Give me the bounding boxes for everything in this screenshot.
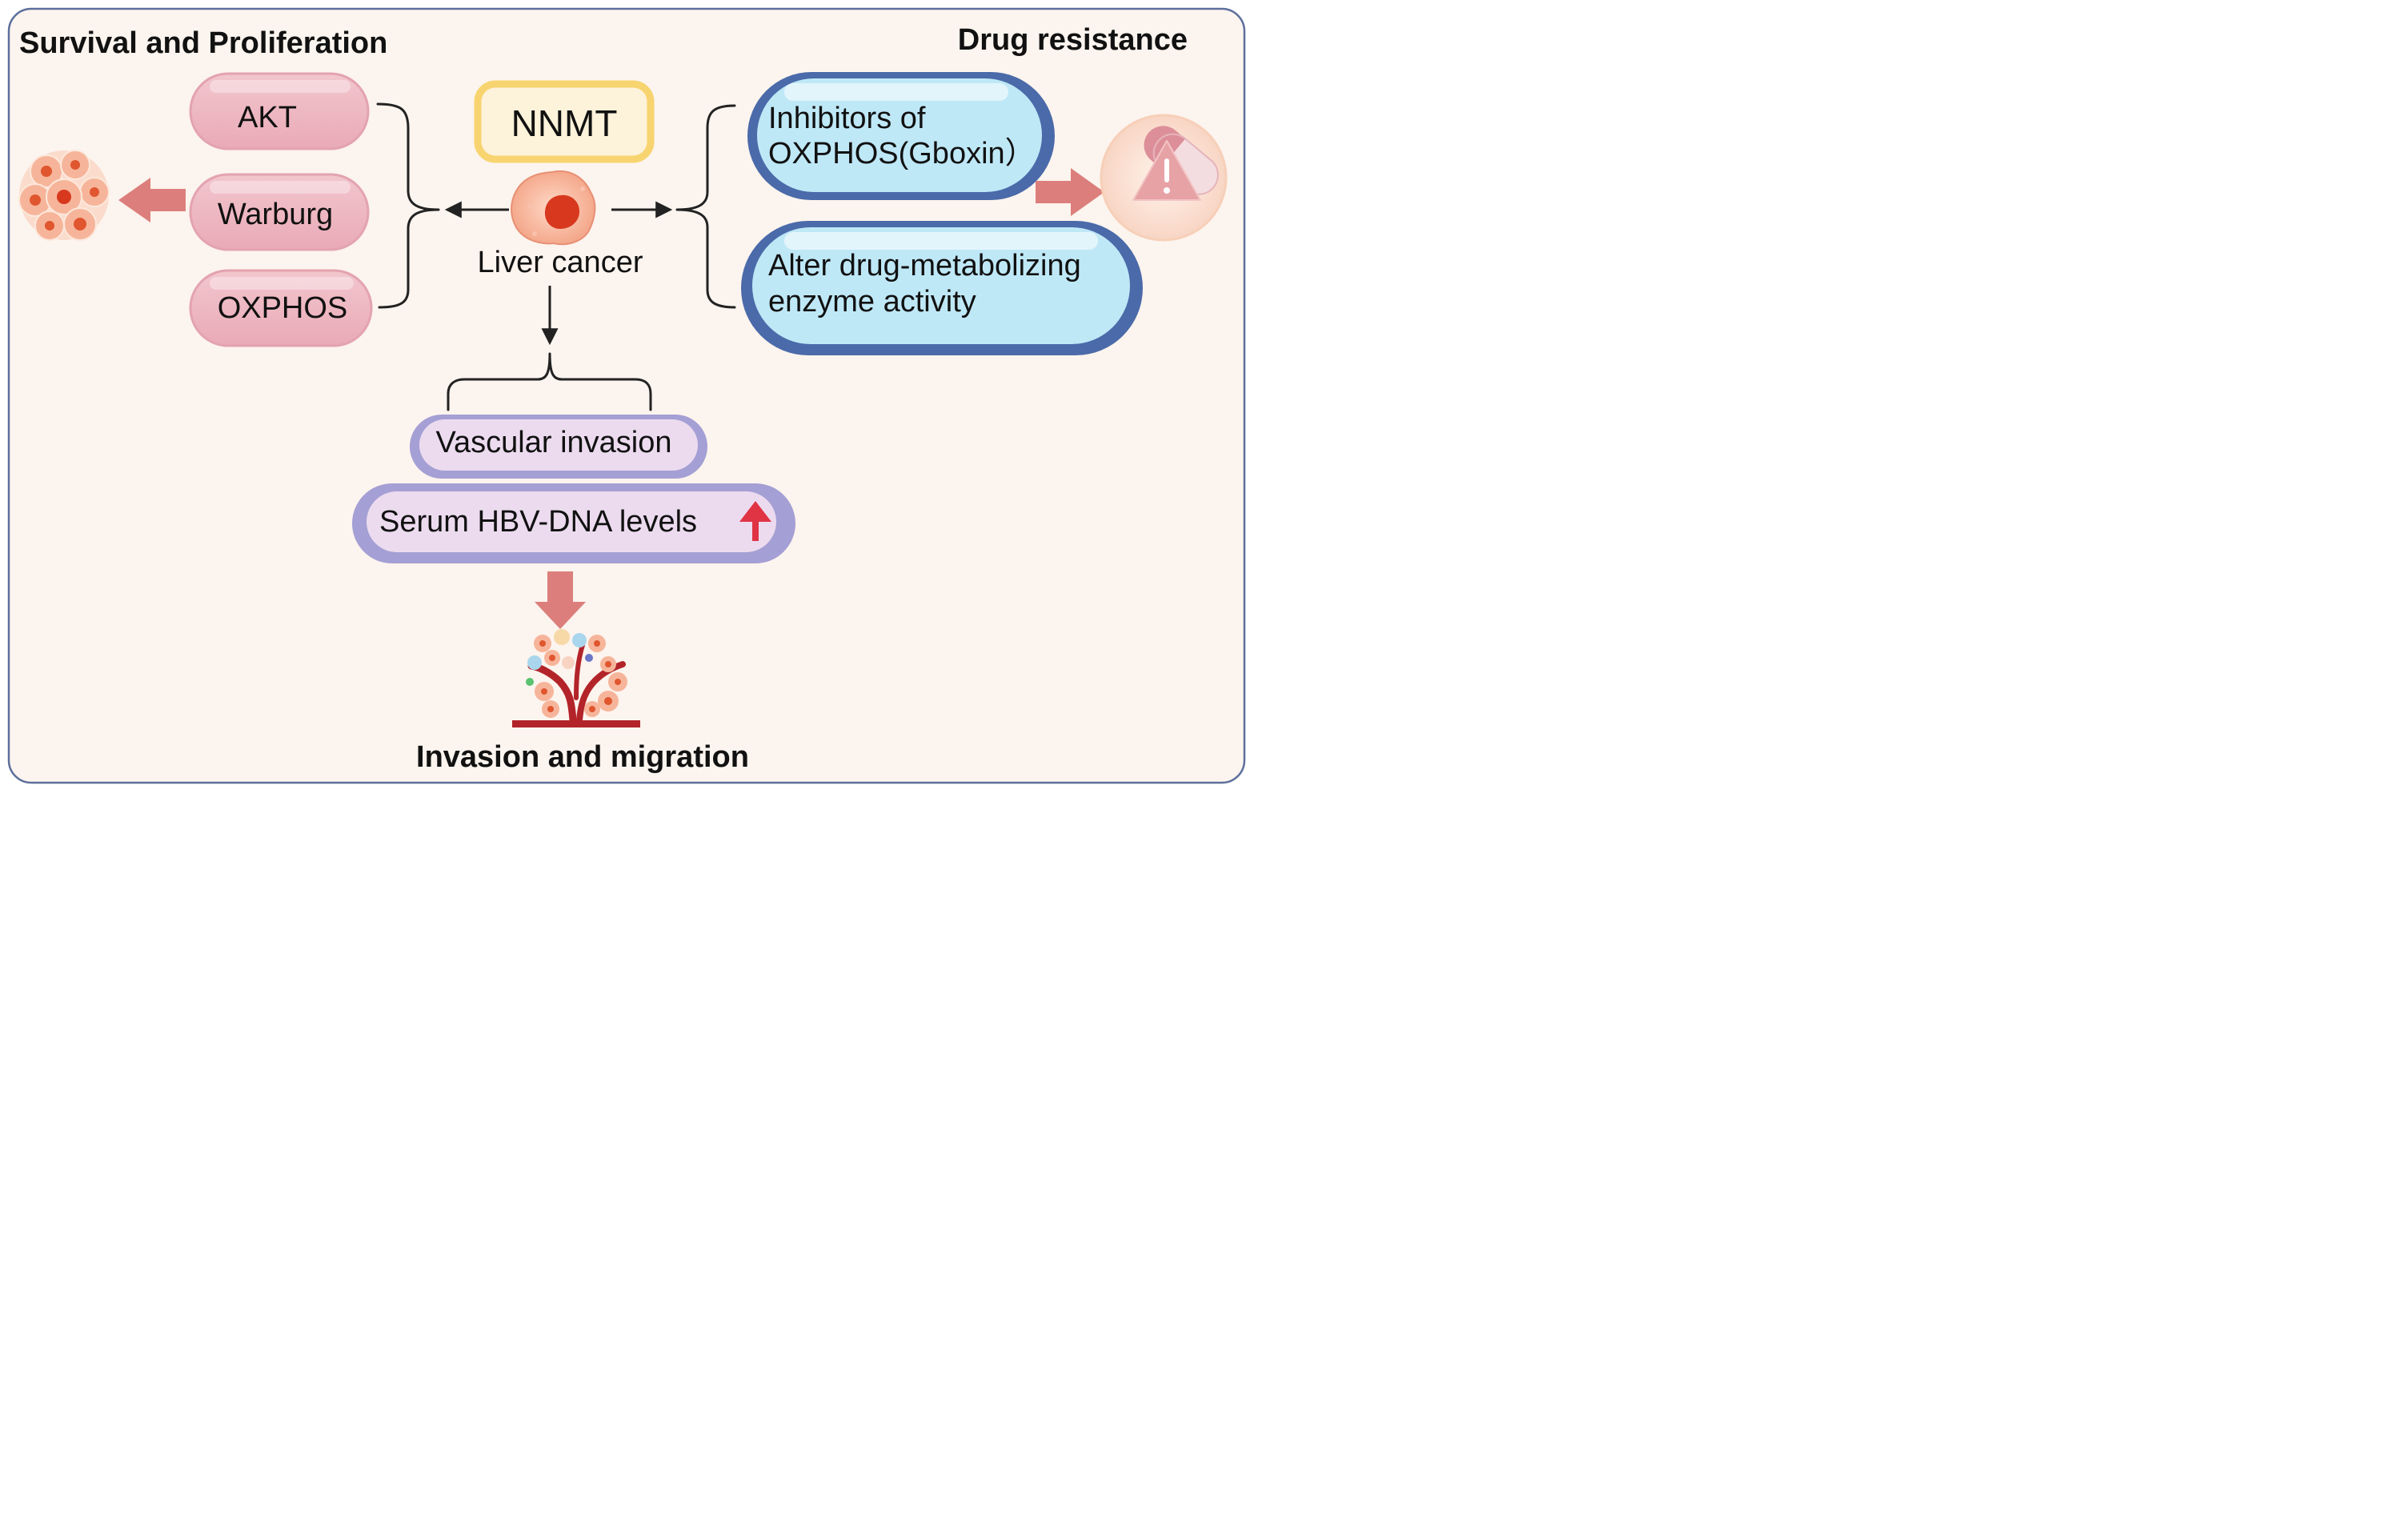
big-arrow-down bbox=[535, 571, 586, 629]
pill-drug-metabolizing-line1: Alter drug-metabolizing bbox=[768, 249, 1081, 283]
pill-warburg-label: Warburg bbox=[218, 198, 333, 231]
vessel-tumor-invasion-icon bbox=[512, 629, 640, 727]
survival-proliferation-title: Survival and Proliferation bbox=[19, 26, 387, 60]
pill-akt: AKT bbox=[189, 72, 370, 150]
nnmt-node: NNMT bbox=[474, 80, 655, 163]
pill-vascular-invasion: Vascular invasion bbox=[410, 415, 707, 479]
pill-oxphos-inhibitors-line1: Inhibitors of bbox=[768, 102, 926, 135]
big-arrow-right bbox=[1036, 168, 1104, 216]
liver-cancer-cell-icon bbox=[511, 170, 596, 246]
pill-warburg: Warburg bbox=[189, 173, 370, 251]
pill-serum-hbv-dna: Serum HBV-DNA levels bbox=[352, 483, 795, 563]
up-arrow-icon bbox=[739, 501, 771, 541]
invasion-bracket bbox=[447, 352, 652, 411]
pill-oxphos-label: OXPHOS bbox=[218, 291, 348, 325]
pill-oxphos: OXPHOS bbox=[189, 269, 373, 347]
tumor-cell-cluster-icon bbox=[18, 150, 110, 241]
big-arrow-left bbox=[118, 178, 186, 222]
nnmt-liver-cancer-diagram: Survival and Proliferation Drug resistan… bbox=[7, 7, 1246, 784]
liver-cancer-label: Liver cancer bbox=[478, 246, 643, 279]
pill-oxphos-inhibitors-line2: OXPHOS(Gboxin） bbox=[768, 137, 1036, 170]
drug-bracket bbox=[675, 104, 736, 309]
pill-vascular-invasion-label: Vascular invasion bbox=[435, 426, 671, 459]
pill-drug-metabolizing-line2: enzyme activity bbox=[768, 285, 976, 319]
survival-bracket bbox=[376, 102, 440, 309]
nnmt-label: NNMT bbox=[511, 102, 618, 144]
invasion-migration-title: Invasion and migration bbox=[416, 740, 749, 774]
pill-serum-hbv-dna-label: Serum HBV-DNA levels bbox=[379, 505, 697, 539]
pill-oxphos-inhibitors: Inhibitors of OXPHOS(Gboxin） bbox=[747, 72, 1055, 200]
capsule-warning-icon bbox=[1100, 114, 1228, 242]
pill-drug-metabolizing: Alter drug-metabolizing enzyme activity bbox=[741, 221, 1143, 355]
pill-akt-label: AKT bbox=[238, 101, 297, 134]
drug-resistance-title: Drug resistance bbox=[958, 23, 1188, 57]
